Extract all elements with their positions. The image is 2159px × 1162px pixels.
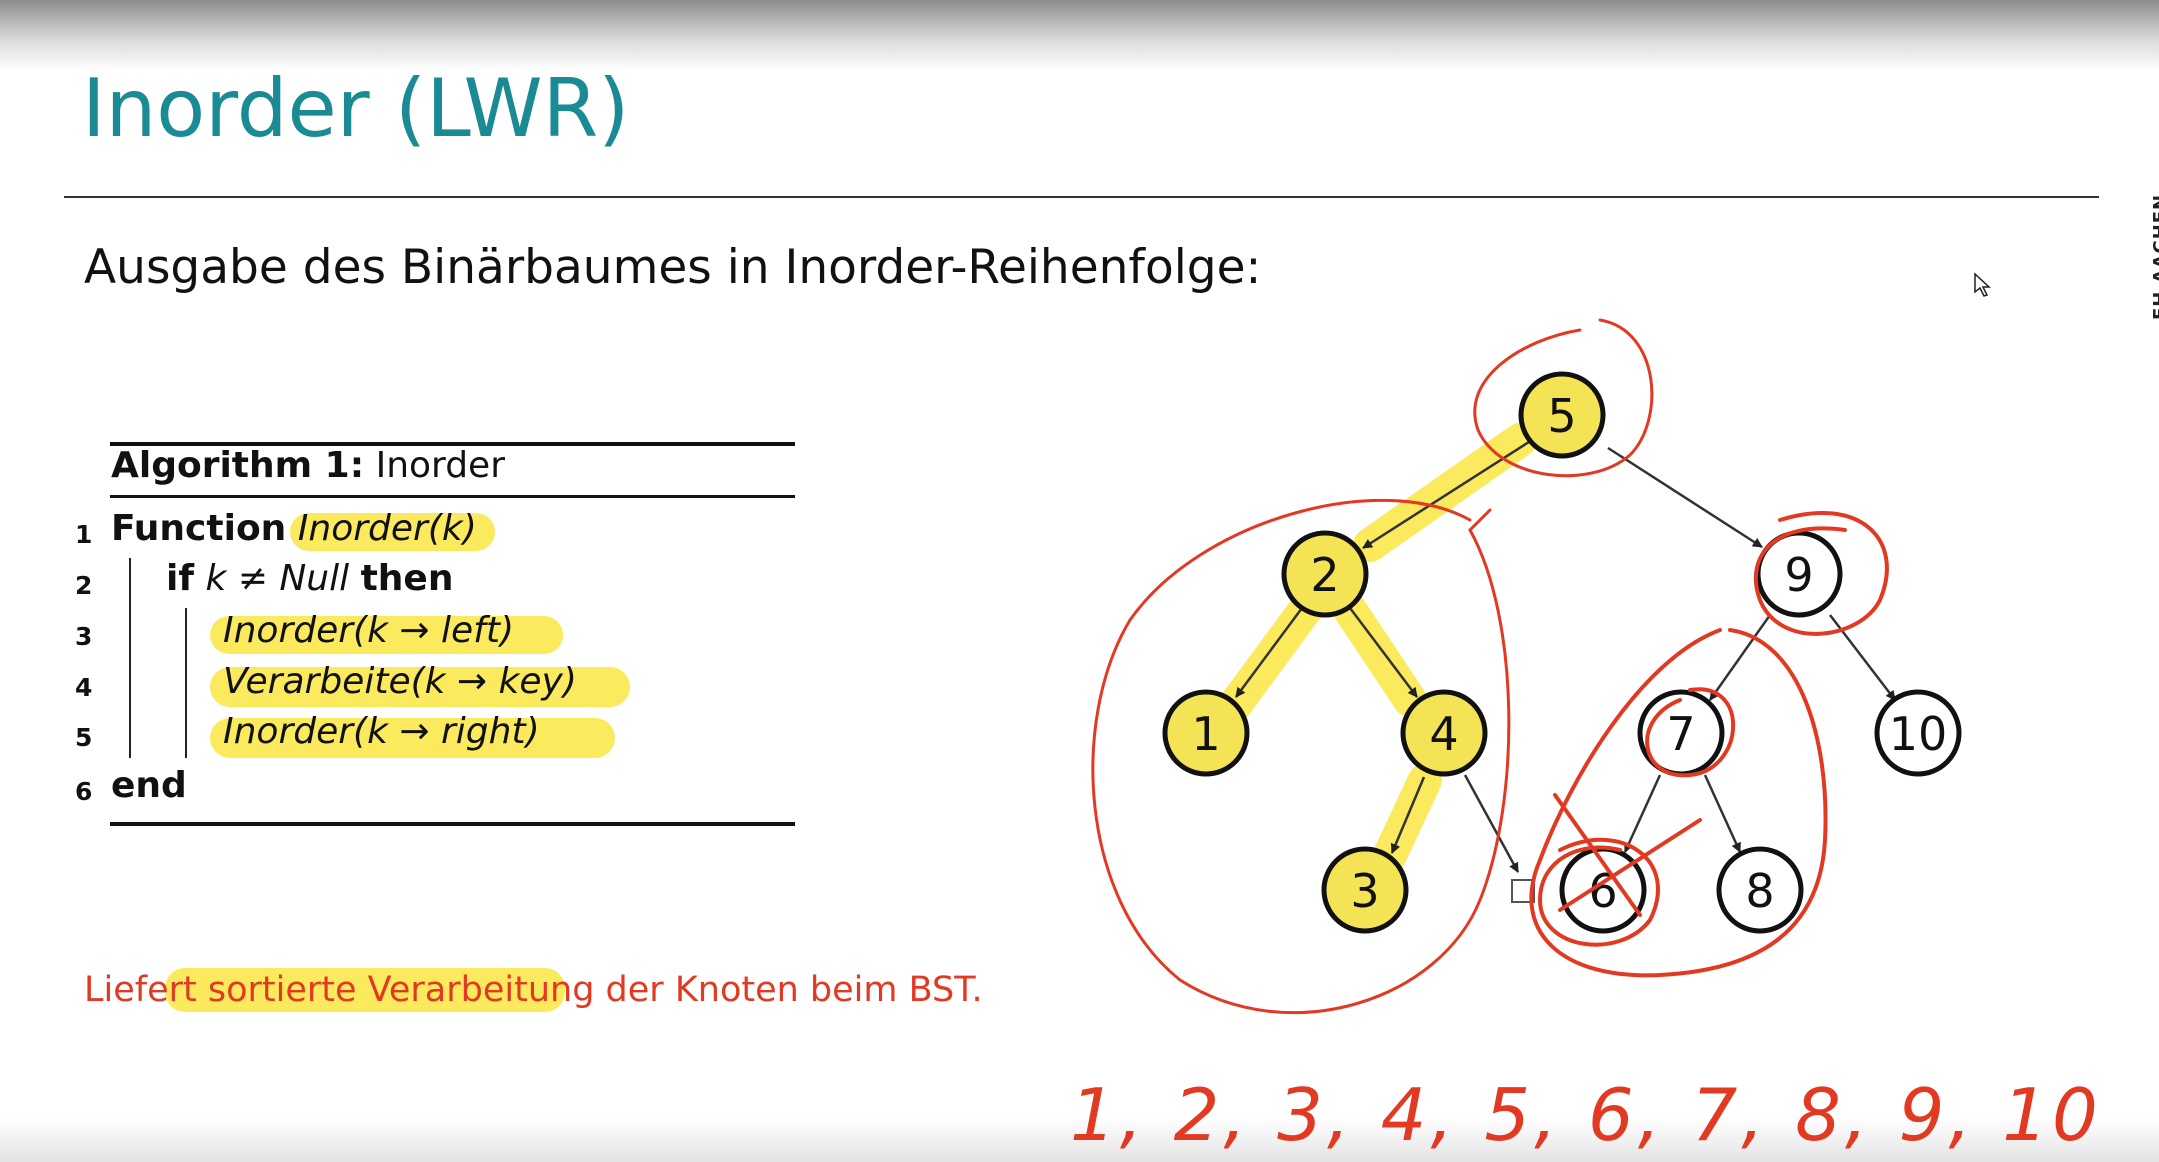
code-line-2: if k ≠ Null then (166, 558, 453, 599)
edge-7-8 (1703, 774, 1742, 853)
loop-node-7 (1645, 687, 1736, 778)
loop-root (1473, 318, 1654, 478)
highlight-path (1218, 423, 1537, 872)
loop-node-9 (1753, 510, 1889, 636)
node-label-3: 3 (1350, 864, 1379, 918)
algo-caption-label: Algorithm 1: (111, 445, 365, 486)
cross-6-b (1558, 818, 1702, 912)
node-label-8: 8 (1745, 864, 1774, 918)
cursor-icon (1974, 272, 1991, 297)
condition: k ≠ Null (205, 558, 350, 599)
handwritten-sequence: 1, 2, 3, 4, 5, 6, 7, 8, 9, 10 (1070, 1073, 2102, 1157)
highlight-line4 (210, 667, 630, 707)
note-highlight-text: sortierte Verarbeitung (207, 970, 595, 1010)
slide-subtitle: Ausgabe des Binärbaumes in Inorder-Reihe… (84, 240, 1262, 295)
line-number-4: 4 (75, 673, 93, 702)
code-line-4: Verarbeite(k → key) (223, 661, 577, 702)
keyword-then: then (360, 558, 454, 599)
algo-bottom-rule (110, 822, 795, 826)
line-number-5: 5 (75, 723, 93, 752)
algo-top-rule (110, 442, 795, 446)
node-4 (1400, 689, 1488, 777)
node-label-7: 7 (1666, 707, 1695, 761)
edge-9-7 (1708, 614, 1772, 701)
highlight-line3 (210, 616, 563, 654)
node-2 (1281, 530, 1369, 618)
bottom-note: Liefert sortierte Verarbeitung der Knote… (84, 970, 983, 1010)
edge-4-null (1463, 774, 1520, 873)
node-label-9: 9 (1784, 548, 1813, 602)
red-annotations (1091, 318, 1889, 1014)
unvisited-nodes (1559, 530, 1962, 934)
node-10 (1874, 689, 1962, 777)
edge-2-4 (1349, 607, 1418, 698)
loop-node-6 (1537, 837, 1660, 947)
node-5 (1518, 371, 1606, 459)
code-line-6: end (111, 765, 187, 806)
keyword-end: end (111, 765, 187, 806)
edge-4-3 (1390, 776, 1426, 854)
cross-6-a (1553, 793, 1642, 917)
edge-7-6 (1623, 774, 1662, 853)
node-label-4: 4 (1429, 707, 1458, 761)
line-number-3: 3 (75, 622, 93, 651)
node-label-2: 2 (1310, 548, 1339, 602)
node-label-10: 10 (1889, 707, 1948, 761)
algo-caption-name: Inorder (375, 445, 506, 486)
line-number-1: 1 (75, 520, 93, 549)
algo-mid-rule (110, 495, 795, 498)
edge-9-10 (1829, 614, 1896, 701)
top-shadow (0, 0, 2159, 70)
bottom-shadow (0, 1118, 2159, 1162)
block-bar-if (185, 608, 187, 758)
edge-2-1 (1234, 607, 1304, 698)
null-marker (1511, 879, 1535, 903)
node-1 (1162, 689, 1250, 777)
highlight-note (165, 968, 565, 1012)
loop-left-subtree (1091, 498, 1511, 1014)
visited-nodes (1162, 371, 1606, 934)
edge-5-2 (1362, 438, 1533, 550)
code-line-3: Inorder(k → left) (223, 610, 514, 651)
highlight-line5 (210, 718, 615, 758)
node-3 (1321, 846, 1409, 934)
note-suffix: der Knoten beim BST. (594, 970, 983, 1010)
code-line-1: Function Inorder(k) (111, 508, 477, 549)
line-number-6: 6 (75, 777, 93, 806)
slide-title: Inorder (LWR) (82, 62, 630, 155)
code-line-5: Inorder(k → right) (223, 711, 540, 752)
algo-caption: Algorithm 1: Inorder (111, 445, 505, 486)
node-label-5: 5 (1547, 389, 1576, 443)
highlight-function (290, 513, 495, 551)
function-signature: Inorder(k) (297, 508, 477, 549)
keyword-if: if (166, 558, 195, 599)
note-prefix: Liefert (84, 970, 208, 1010)
loop-right-subtree (1529, 628, 1828, 978)
edge-5-9 (1607, 446, 1763, 549)
keyword-function: Function (111, 508, 287, 549)
node-8 (1716, 846, 1804, 934)
block-bar-function (129, 558, 131, 758)
line-number-2: 2 (75, 571, 93, 600)
node-label-1: 1 (1191, 707, 1220, 761)
title-divider (64, 196, 2099, 198)
